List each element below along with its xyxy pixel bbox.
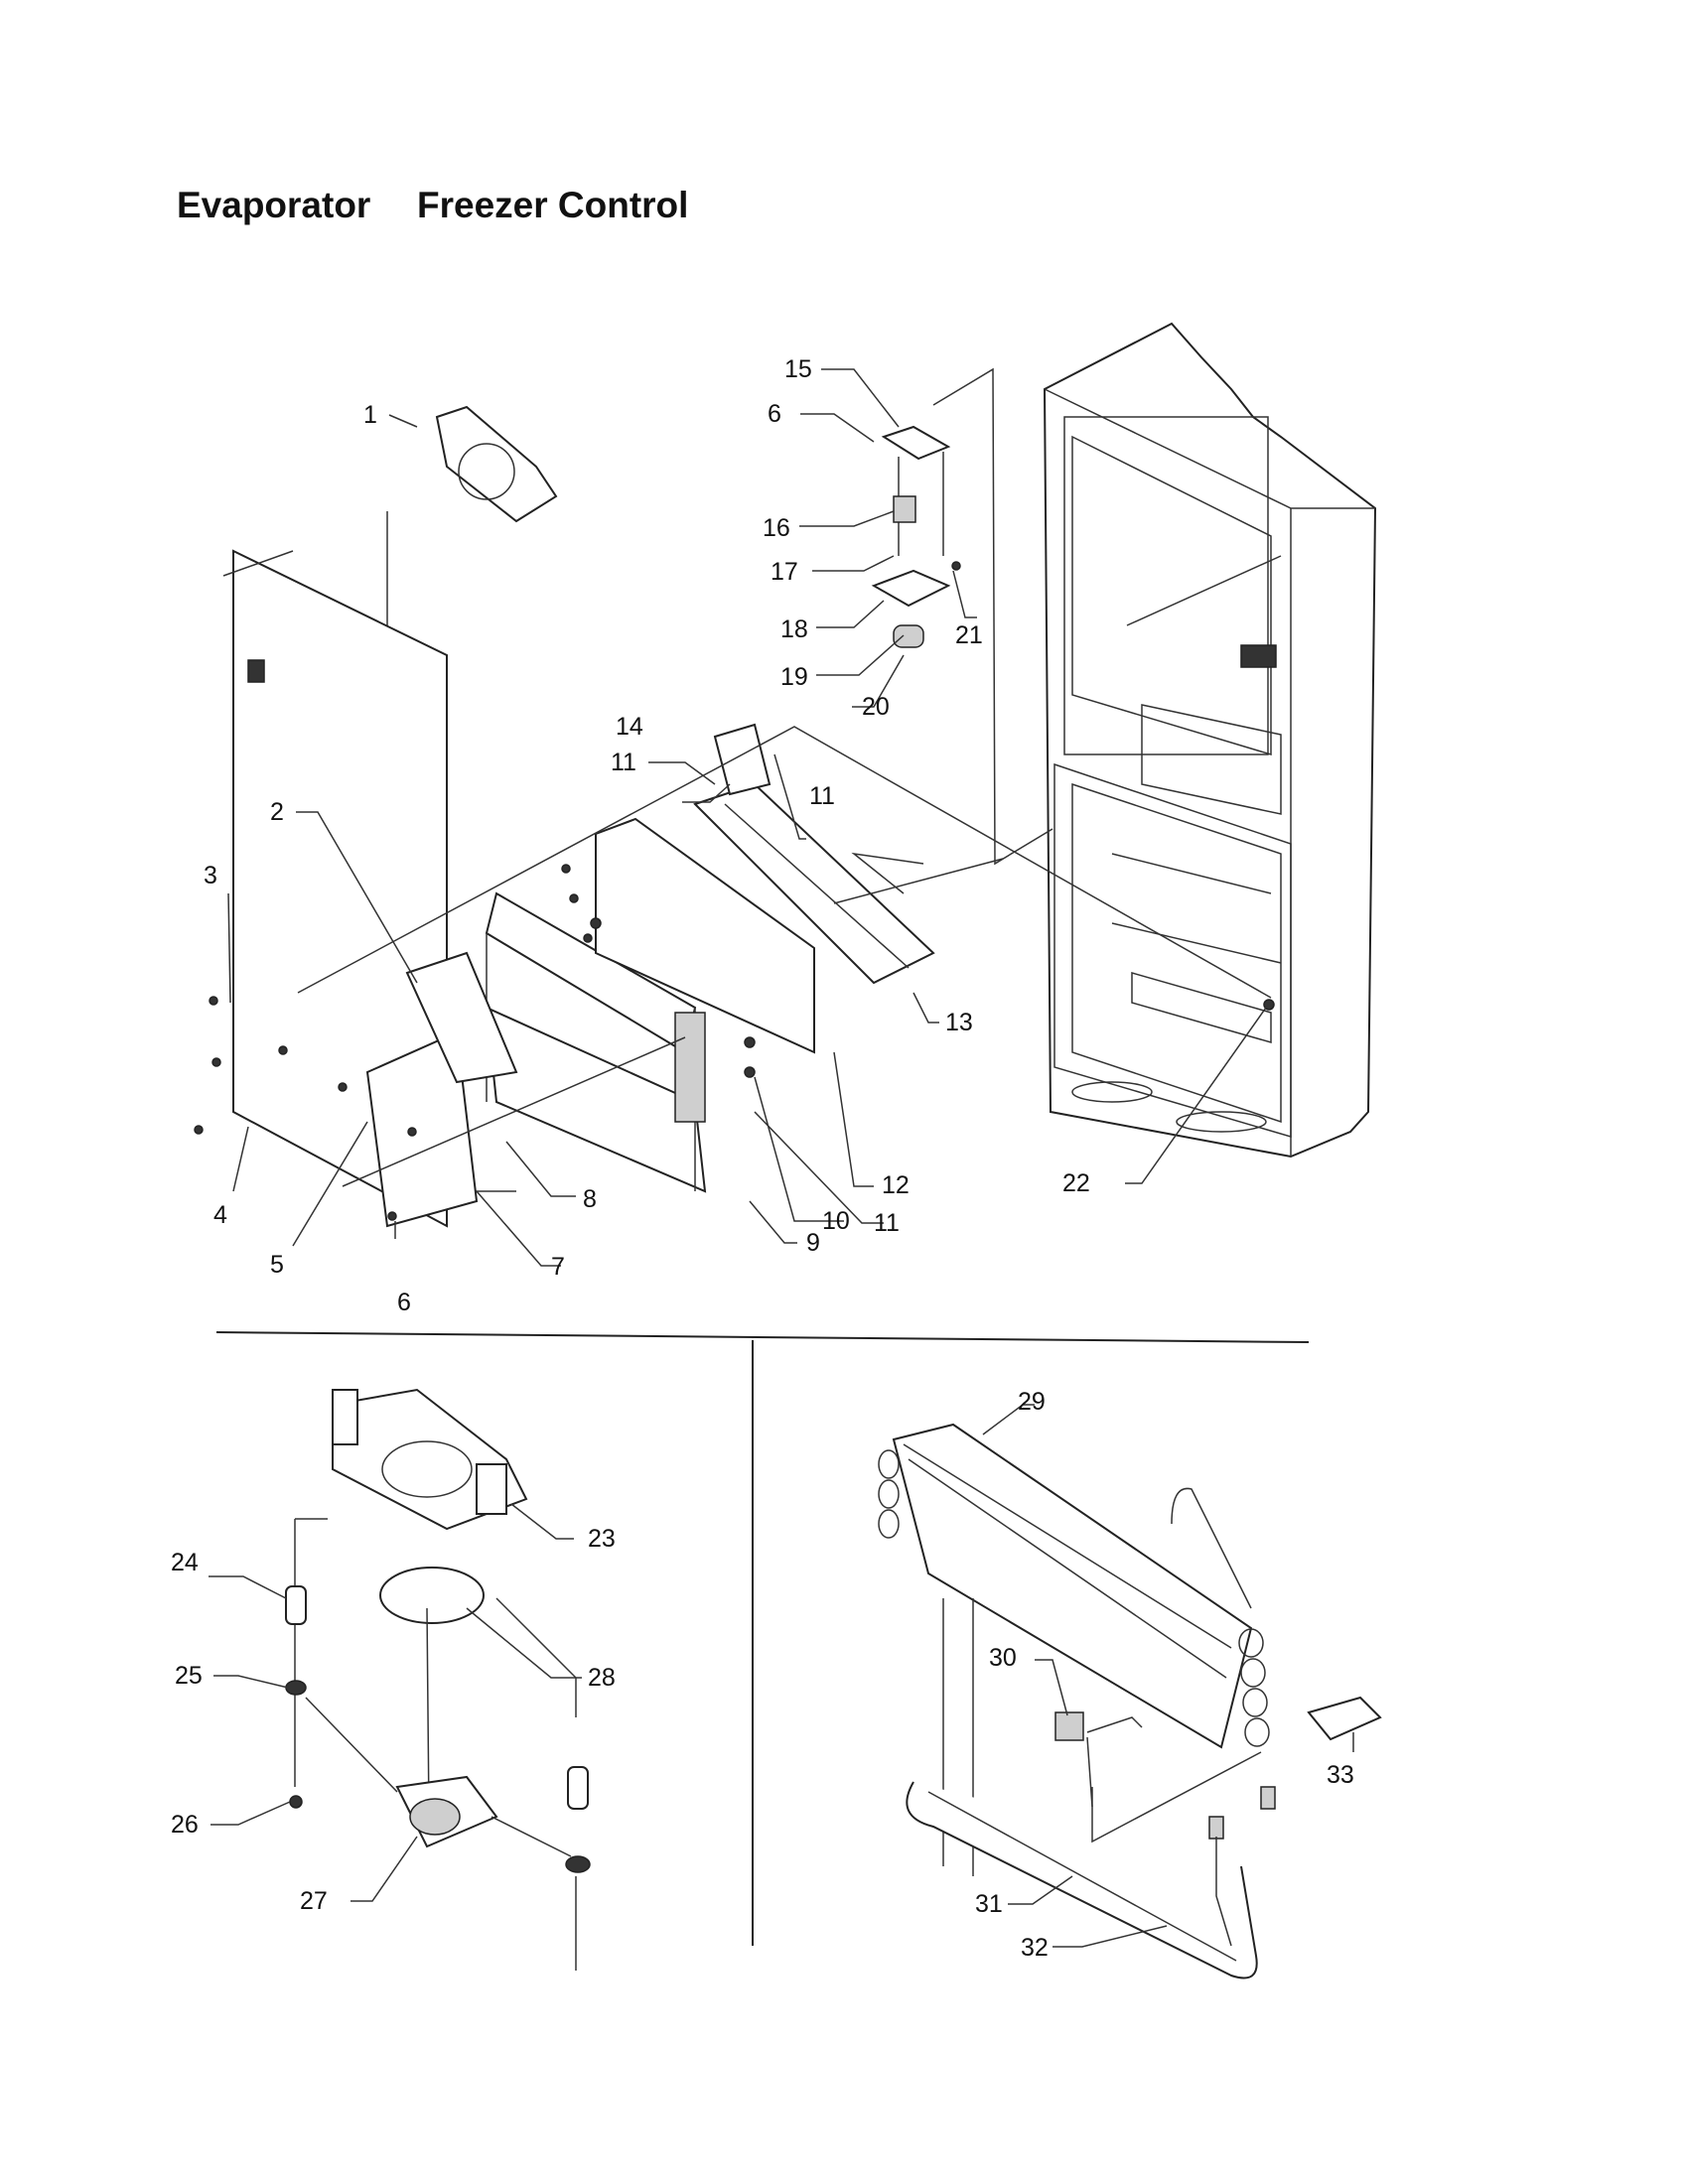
callout-9: 9: [806, 1229, 820, 1257]
callout-10: 10: [822, 1207, 850, 1235]
callout-6-lower: 6: [397, 1289, 411, 1316]
callout-28: 28: [588, 1664, 616, 1692]
callout-29: 29: [1018, 1388, 1046, 1416]
fan-motor-assembly: [285, 1388, 591, 1971]
callout-19: 19: [780, 663, 808, 691]
callout-17: 17: [771, 558, 798, 586]
callout-11-b: 11: [809, 782, 835, 810]
callout-7: 7: [551, 1253, 565, 1281]
callout-16: 16: [763, 514, 790, 542]
callout-20: 20: [862, 693, 890, 721]
callout-5: 5: [270, 1251, 284, 1279]
callout-18: 18: [780, 615, 808, 643]
callout-27: 27: [300, 1887, 328, 1915]
callout-32: 32: [1021, 1934, 1049, 1962]
callout-21: 21: [955, 621, 983, 649]
page-title-freezer-control: Freezer Control: [417, 185, 689, 225]
callout-15: 15: [784, 355, 812, 383]
callout-13: 13: [945, 1009, 973, 1036]
callout-2: 2: [270, 798, 284, 826]
section-divider-horizontal: [215, 1331, 1310, 1343]
callout-30: 30: [989, 1644, 1017, 1672]
callout-31: 31: [975, 1890, 1003, 1918]
callout-24: 24: [171, 1549, 199, 1576]
callout-22: 22: [1062, 1169, 1090, 1197]
callout-33: 33: [1327, 1761, 1354, 1789]
evaporator-coil-detail: [878, 1423, 1382, 1979]
callout-1: 1: [363, 401, 377, 429]
callout-4: 4: [213, 1201, 227, 1229]
callout-14: 14: [616, 713, 643, 741]
page-title-evaporator: Evaporator: [177, 185, 371, 225]
callout-11-a: 11: [611, 749, 636, 776]
leader-lines: [209, 368, 1354, 1948]
evaporator-assembly: [194, 405, 1272, 1228]
refrigerator-cabinet: [1043, 322, 1377, 1159]
callout-25: 25: [175, 1662, 203, 1690]
callout-26: 26: [171, 1811, 199, 1839]
callout-3: 3: [204, 862, 217, 889]
callout-12: 12: [882, 1171, 910, 1199]
callout-6-upper: 6: [768, 400, 781, 428]
callout-8: 8: [583, 1185, 597, 1213]
callout-23: 23: [588, 1525, 616, 1553]
callout-11-c: 11: [874, 1209, 900, 1237]
freezer-control-assembly: [871, 367, 1053, 866]
